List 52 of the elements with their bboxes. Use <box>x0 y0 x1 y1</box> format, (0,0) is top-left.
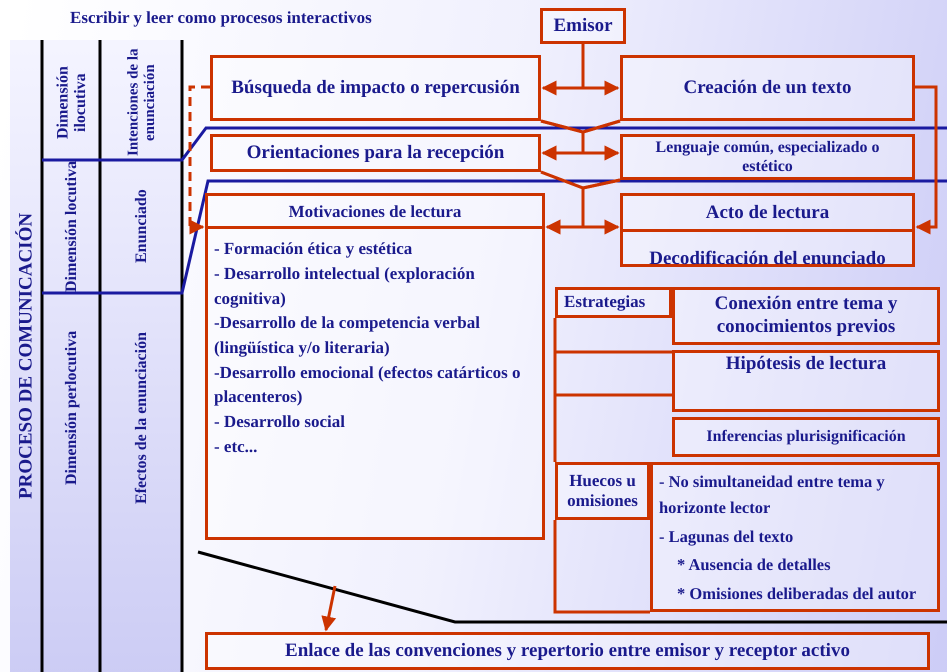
process-box <box>540 8 626 44</box>
process-box <box>210 55 541 121</box>
process-box <box>205 632 930 670</box>
side-label: Enunciado <box>132 188 152 266</box>
box-text: - Lagunas del texto <box>659 526 794 548</box>
side-label: PROCESO DE COMUNICACIÓN <box>14 212 38 502</box>
box-text: Decodificación del enunciado <box>648 246 887 271</box>
box-heading: Acto de lectura <box>623 196 912 232</box>
arrow <box>915 86 938 234</box>
box-text: Enlace de las convenciones y repertorio entre emisor y receptor activo <box>284 640 851 662</box>
box-text: Creación de un texto <box>682 76 852 100</box>
arrow <box>188 86 210 234</box>
box-heading: Motivaciones de lectura <box>208 196 542 230</box>
process-box <box>620 55 915 121</box>
side-label: Dimensión locutiva <box>62 160 82 293</box>
box-text: -Desarrollo emocional (efectos catárticos o placenteros) <box>214 362 522 408</box>
side-label: Intenciones de la enunciación <box>124 48 159 158</box>
box-text: Inferencias plurisignificación <box>705 427 907 447</box>
process-box <box>672 287 940 345</box>
arrow <box>582 120 620 160</box>
box-text: - Formación ética y estética <box>214 238 414 260</box>
arrow <box>321 586 336 632</box>
arrow <box>582 44 620 96</box>
box-text: Lenguaje común, especializado o estético <box>654 138 880 176</box>
box-text: - Desarrollo social <box>214 410 346 433</box>
box-text: -Desarrollo de la competencia verbal (lingüística y/o literaria) <box>214 312 481 359</box>
box-text: Hipótesis de lectura <box>724 353 888 376</box>
box-text: - etc... <box>214 436 258 458</box>
box-text: * Omisiones deliberadas del autor <box>676 582 918 605</box>
box-text: Estrategias <box>564 292 646 313</box>
box-text: Conexión entre tema y conocimientos previos <box>714 293 898 339</box>
process-box <box>555 287 672 318</box>
process-box <box>205 193 545 540</box>
process-box <box>620 193 915 267</box>
process-box <box>672 350 940 412</box>
process-box <box>650 462 940 612</box>
box-text: Búsqueda de impacto o repercusión <box>230 76 521 100</box>
side-label: Efectos de la enunciación <box>132 331 152 506</box>
box-text: Orientaciones para la recepción <box>246 142 506 164</box>
box-text: - Desarrollo intelectual (exploración cognitiva) <box>214 263 476 310</box>
box-text: Emisor <box>552 14 614 38</box>
box-text: Huecos u omisiones <box>566 470 639 512</box>
process-box <box>210 134 541 172</box>
process-box <box>620 134 915 180</box>
title: Escribir y leer como procesos interactivos <box>70 8 372 28</box>
box-text: - No simultaneidad entre tema y horizonte lector <box>659 471 886 520</box>
side-label: Dimensión ilocutiva <box>53 65 90 141</box>
arrow <box>582 178 620 234</box>
process-box <box>672 417 940 457</box>
box-text: * Ausencia de detalles <box>676 554 832 576</box>
side-label: Dimensión perlocutiva <box>62 330 82 488</box>
process-box <box>555 462 650 520</box>
